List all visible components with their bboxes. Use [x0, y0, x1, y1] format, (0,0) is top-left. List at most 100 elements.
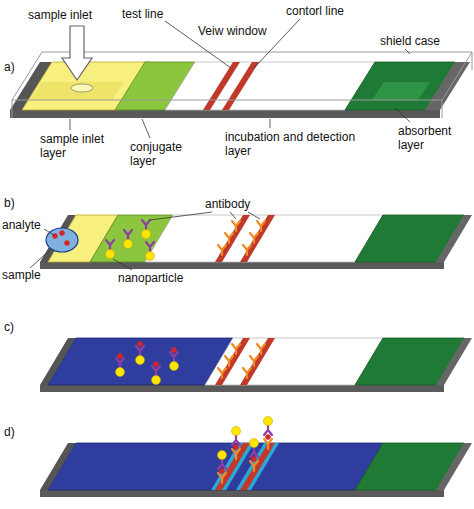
detection-membrane: [205, 338, 383, 385]
antibody-symbol: [218, 459, 226, 469]
nanoparticle-dot: [116, 368, 125, 377]
antibody-symbol: [170, 352, 178, 362]
control-line: [240, 443, 275, 490]
part-label: sample inlet layer: [40, 132, 115, 160]
analyte-mark: [137, 341, 143, 347]
antibody-symbol: [243, 368, 251, 378]
leader-line: [248, 212, 260, 219]
antibody-symbol: [146, 242, 154, 252]
analyte-mark: [233, 444, 239, 450]
antibody-symbol: [232, 435, 240, 445]
nanoparticle-dot: [146, 252, 155, 261]
strip-edge: [40, 385, 444, 392]
panel-letter: a): [4, 60, 15, 74]
part-label: incubation and detection layer: [225, 130, 375, 158]
antibody-symbol: [250, 356, 258, 366]
nanoparticle-dot: [136, 356, 145, 365]
control-line: [222, 62, 259, 110]
nanoparticle-dot: [218, 451, 227, 460]
antibody-symbol: [257, 221, 265, 231]
antibody-symbol: [116, 358, 124, 368]
part-label: shield case: [380, 34, 440, 48]
nanoparticle-dot: [232, 427, 241, 436]
part-label: sample: [2, 268, 41, 282]
antibody-symbol: [218, 245, 226, 255]
leader-line: [113, 259, 132, 270]
strip-end: [436, 338, 472, 385]
analyte-mark: [265, 434, 271, 440]
part-label: test line: [122, 7, 163, 21]
antibody-symbol: [243, 245, 251, 255]
strip-c: [40, 338, 472, 392]
analyte-mark: [251, 456, 257, 462]
strip-end: [425, 62, 470, 110]
antibody-symbol: [232, 344, 240, 354]
strip-edge: [40, 490, 444, 497]
leader-line: [395, 108, 410, 122]
nanoparticle-dot: [106, 250, 115, 259]
test-line: [203, 62, 240, 110]
strip-d: [40, 417, 472, 498]
analyte-mark: [59, 230, 65, 236]
analyte-mark: [117, 353, 123, 359]
part-label: analyte: [2, 218, 41, 232]
leader-lines: [30, 212, 260, 270]
antibody-symbol: [250, 447, 258, 457]
absorbent-band: [372, 82, 430, 100]
leader-lines: [70, 19, 410, 138]
antibody-symbol: [218, 473, 226, 483]
wet-front: [48, 443, 383, 490]
antibody-symbol: [106, 240, 114, 250]
strip-end: [436, 443, 472, 490]
part-label: Veiw window: [198, 24, 267, 38]
analyte-mark: [171, 347, 177, 353]
leader-line: [142, 119, 150, 138]
antibody-symbol: [232, 221, 240, 231]
nanoparticle-dot: [142, 230, 151, 239]
nanoparticle-dot: [124, 240, 133, 249]
antibody-symbol: [136, 346, 144, 356]
nanoparticle-dot: [250, 439, 259, 448]
part-label: antibody: [205, 197, 250, 211]
part-label: conjugate layer: [130, 140, 192, 168]
analyte-mark: [153, 361, 159, 367]
leader-line: [270, 119, 271, 128]
control-line: [240, 215, 275, 262]
antibody-symbol: [264, 439, 272, 449]
leader-line: [30, 250, 50, 268]
leader-line: [70, 119, 71, 130]
panel-letter: c): [4, 320, 14, 334]
leader-line: [44, 229, 54, 235]
nanoparticle-dot: [264, 417, 273, 426]
inlet-hole: [71, 84, 93, 92]
antibody-symbol: [257, 344, 265, 354]
leader-line: [150, 212, 212, 220]
strip-b: [30, 212, 472, 270]
antibody-symbol: [250, 233, 258, 243]
detection-membrane: [145, 215, 383, 262]
antibody-symbol: [225, 356, 233, 366]
leader-line: [405, 49, 410, 54]
analyte-mark: [219, 468, 225, 474]
analyte-mark: [64, 240, 70, 246]
strip-end: [436, 215, 472, 262]
antibody-symbol: [124, 230, 132, 240]
sample-pad-raise: [30, 82, 124, 100]
leader-line: [230, 212, 236, 219]
detection-membrane: [165, 62, 375, 110]
wet-front: [48, 338, 233, 385]
strip-edge: [40, 262, 444, 269]
panel-letter: d): [4, 425, 15, 439]
panel-letter: b): [4, 196, 15, 210]
antibody-symbol: [250, 461, 258, 471]
inlet-arrow: [62, 26, 92, 80]
part-label: nanoparticle: [118, 271, 183, 285]
nanoparticle-dot: [152, 376, 161, 385]
antibody-symbol: [232, 449, 240, 459]
part-label: contorl line: [286, 4, 344, 18]
strip-a: [10, 19, 472, 138]
sample-drop: [46, 228, 78, 252]
antibody-symbol: [264, 425, 272, 435]
antibody-symbol: [225, 233, 233, 243]
